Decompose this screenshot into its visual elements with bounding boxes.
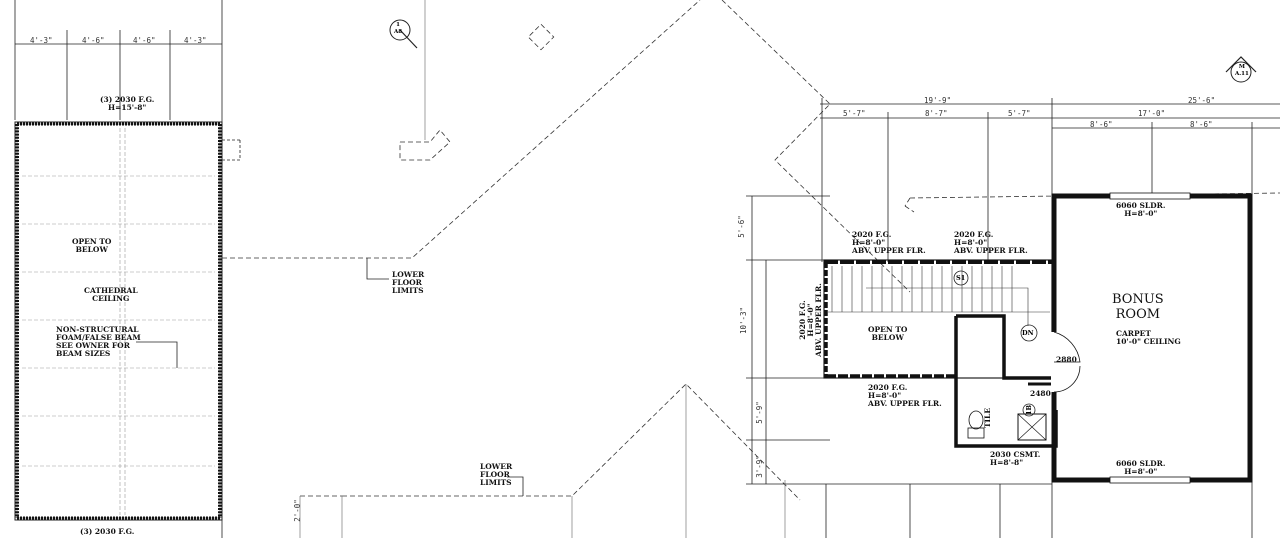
door-label-2880: 2880 bbox=[1056, 355, 1077, 364]
dim-vert-3: 5'-9" bbox=[754, 401, 764, 424]
window-label-2020-a: 2020 F.G. H=8'-0" ABV. UPPER FLR. bbox=[852, 230, 926, 255]
dim-left-2: 4'-6" bbox=[82, 36, 105, 45]
section-marker-top bbox=[389, 19, 418, 49]
dim-right-overall-b: 25'-6" bbox=[1188, 96, 1216, 105]
csmt-label: 2030 CSMT. H=8'-8" bbox=[990, 450, 1041, 467]
dim-left-4: 4'-3" bbox=[184, 36, 207, 45]
stair-hall-walls bbox=[823, 259, 1053, 379]
lower-floor-leader-1 bbox=[366, 258, 389, 280]
cathedral-ceiling-label: CATHEDRAL CEILING bbox=[84, 286, 138, 303]
dim-left-1: 4'-3" bbox=[30, 36, 53, 45]
dim-vert-small: 2'-0" bbox=[292, 499, 302, 522]
dim-right-overall-a: 19'-9" bbox=[924, 96, 952, 105]
stair-dn-tag: DN bbox=[1022, 329, 1034, 337]
ridge-lines bbox=[299, 0, 786, 538]
sldr-label-bottom: 6060 SLDR. H=8'-0" bbox=[1116, 459, 1166, 476]
dim-left-3: 4'-6" bbox=[133, 36, 156, 45]
stair-treads bbox=[828, 266, 1050, 326]
lower-floor-limits-2: LOWER FLOOR LIMITS bbox=[480, 462, 513, 487]
window-label-2020-b: 2020 F.G. H=8'-0" ABV. UPPER FLR. bbox=[954, 230, 1028, 255]
left-top-dimension-lines bbox=[14, 0, 223, 538]
roof-lines bbox=[222, 0, 1280, 501]
section-tag-top: 1 A8 bbox=[394, 22, 403, 35]
dim-right-sub-b: 17'-0" bbox=[1138, 109, 1166, 118]
open-to-below-left: OPEN TO BELOW bbox=[72, 237, 112, 254]
tag-s1-circle bbox=[953, 270, 969, 286]
window-label-bottom-left: (3) 2030 F.G. bbox=[80, 527, 135, 536]
bonus-room-title: BONUS ROOM bbox=[1112, 292, 1164, 322]
section-marker-right bbox=[1225, 56, 1257, 83]
dim-vert-4: 3'-9" bbox=[754, 455, 764, 478]
window-label-top-left: (3) 2030 F.G. H=15'-8" bbox=[100, 95, 155, 112]
window-label-2020-side: 2020 F.G. H=8'-0" ABV. UPPER FLR. bbox=[797, 283, 823, 357]
left-room-walls bbox=[14, 121, 241, 521]
sldr-label-top: 6060 SLDR. H=8'-0" bbox=[1116, 201, 1166, 218]
dim-vert-1: 5'-6" bbox=[736, 215, 746, 238]
dim-right-sub-a2: 8'-7" bbox=[925, 109, 948, 118]
false-beam-note: NON-STRUCTURAL FOAM/FALSE BEAM SEE OWNER… bbox=[56, 325, 141, 358]
lower-floor-leader-2 bbox=[507, 476, 524, 496]
tag-1b-circle bbox=[1022, 403, 1036, 417]
door-label-2480: 2480 bbox=[1030, 389, 1051, 398]
open-to-below-right: OPEN TO BELOW bbox=[868, 325, 908, 342]
dim-right-sub-c2: 8'-6" bbox=[1190, 120, 1213, 129]
bonus-room-finish: CARPET 10'-0" CEILING bbox=[1116, 329, 1181, 346]
tile-label: TILE bbox=[983, 407, 993, 429]
bath-walls bbox=[954, 314, 1058, 448]
dim-right-sub-c1: 8'-6" bbox=[1090, 120, 1113, 129]
tag-s1: S1 bbox=[956, 274, 966, 282]
lower-floor-limits-1: LOWER FLOOR LIMITS bbox=[392, 270, 425, 295]
false-beam-leader bbox=[136, 341, 178, 368]
dim-right-sub-a1: 5'-7" bbox=[843, 109, 866, 118]
tag-1b: 1B bbox=[1025, 404, 1034, 416]
section-tag-right: M A.11 bbox=[1235, 64, 1249, 77]
bonus-room-walls bbox=[1051, 192, 1253, 484]
window-label-2020-bottom: 2020 F.G. H=8'-0" ABV. UPPER FLR. bbox=[868, 383, 942, 408]
dim-vert-2: 10'-3" bbox=[739, 306, 749, 335]
dim-right-sub-a3: 5'-7" bbox=[1008, 109, 1031, 118]
stair-dn-circle bbox=[1020, 324, 1038, 342]
false-beam-grid bbox=[22, 128, 215, 515]
